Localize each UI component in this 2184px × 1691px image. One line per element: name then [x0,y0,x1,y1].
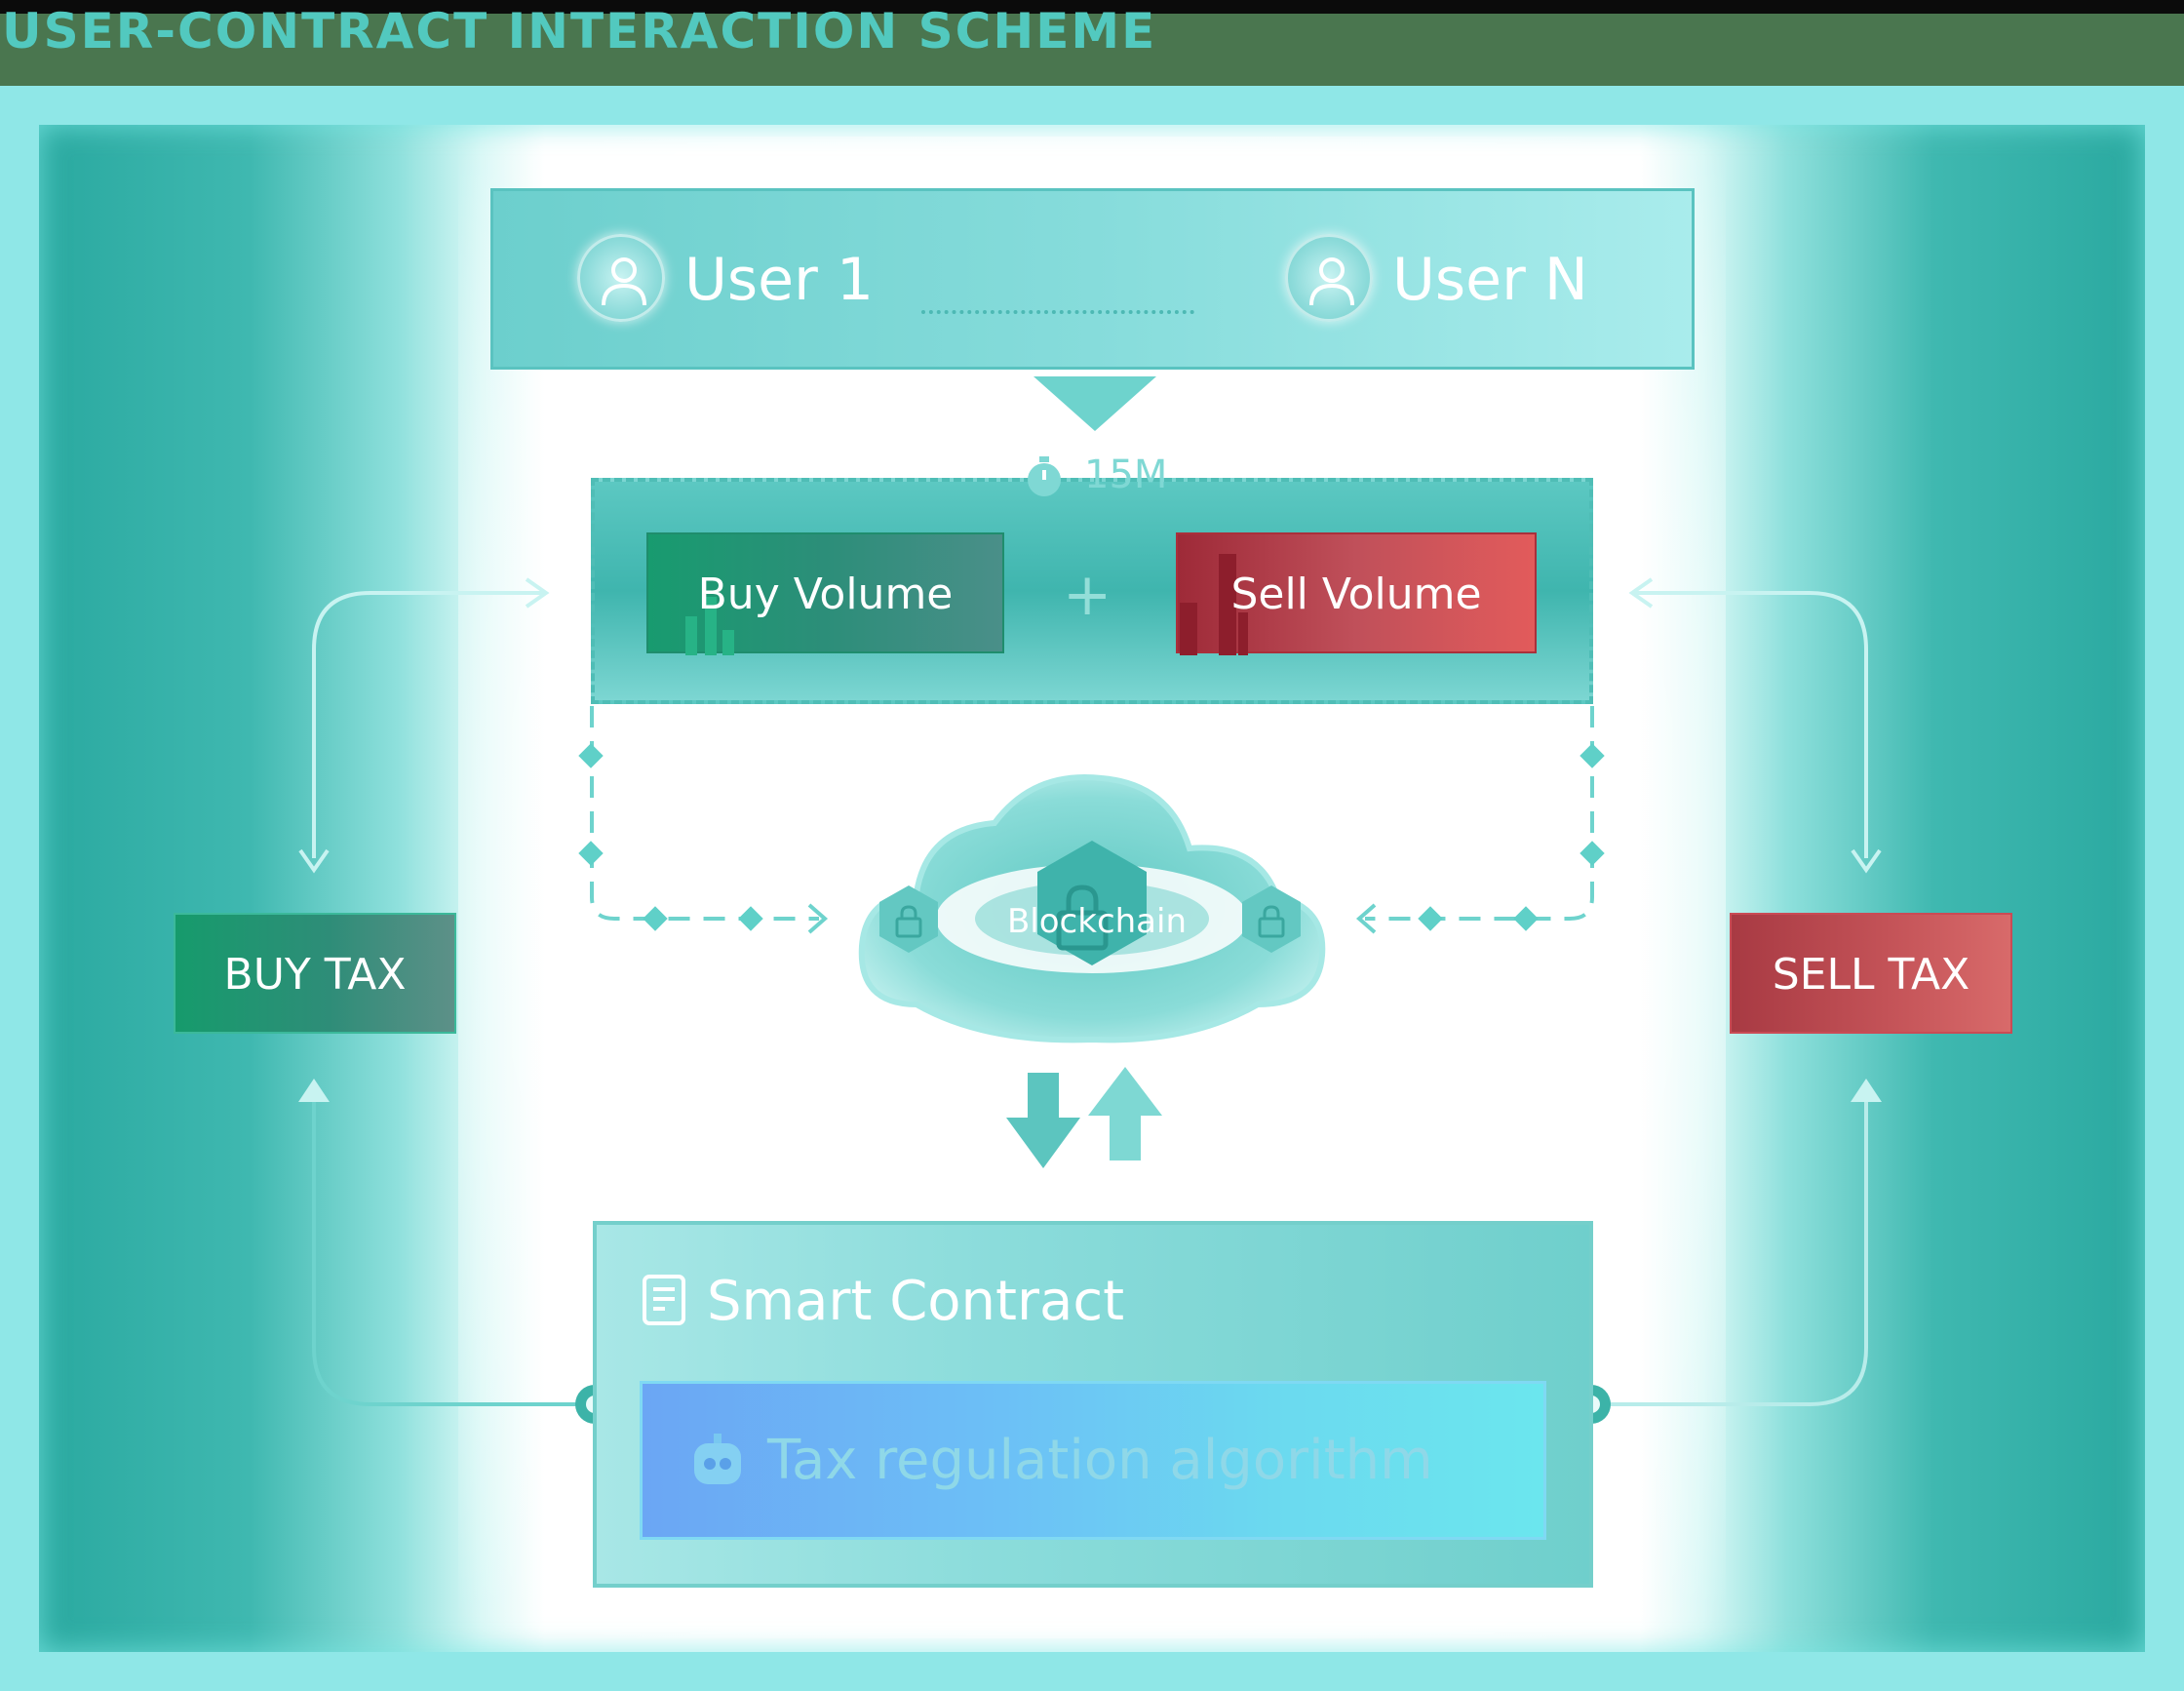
up-arrow-to-blockchain [1088,1067,1162,1160]
buy-volume-to-tax-line [312,591,546,858]
title-bar [0,14,2184,86]
smart-contract-title: Smart Contract [707,1270,1125,1333]
users-panel [490,188,1695,370]
sell-tax-box: SELL TAX [1730,913,2012,1034]
arrow-up-to-sell-tax [1851,1079,1882,1102]
sell-volume-box: Sell Volume [1176,532,1537,655]
arrow-up-to-buy-tax [298,1079,330,1102]
buy-volume-label: Buy Volume [697,570,954,619]
user-icon [1285,234,1373,322]
bar-chart-icon [685,597,734,655]
blockchain-label: Blockchain [1006,902,1188,941]
lock-icon [1056,885,1109,951]
chevron-down-icon [1034,376,1156,431]
volume-to-blockchain-left [590,706,819,921]
contract-to-sell-tax-line [1593,1092,1868,1406]
volume-to-blockchain-right [1365,706,1594,921]
arrow-right-to-volume [525,577,550,609]
stopwatch-icon [1028,456,1061,496]
down-arrow-to-contract [1006,1073,1080,1168]
tax-algorithm-label: Tax regulation algorithm [767,1429,1433,1492]
page-title: USER-CONTRACT INTERACTION SCHEME [2,3,1157,59]
arrow-left-to-volume [1628,577,1654,609]
robot-icon [694,1434,741,1484]
tax-algorithm-panel [640,1381,1546,1540]
lock-icon [1258,905,1285,938]
user-first-label: User 1 [684,246,875,314]
buy-tax-box: BUY TAX [174,913,456,1034]
contract-to-buy-tax-line [312,1092,593,1406]
buy-volume-box: Buy Volume [646,532,1004,655]
user-last-label: User N [1392,246,1588,314]
arrow-down-to-buy-tax [298,848,330,874]
plus-sign: + [1063,561,1112,629]
timer-label: 15M [1084,452,1168,497]
user-icon [577,234,665,322]
sell-volume-to-tax-line [1632,591,1868,858]
arrow-down-to-sell-tax [1851,848,1882,874]
bar-chart-icon [1180,554,1248,655]
lock-icon [895,905,922,938]
document-icon [643,1275,685,1325]
blockchain-cloud [858,774,1326,1043]
sell-volume-label: Sell Volume [1230,570,1482,619]
users-ellipsis-dots [921,310,1194,314]
